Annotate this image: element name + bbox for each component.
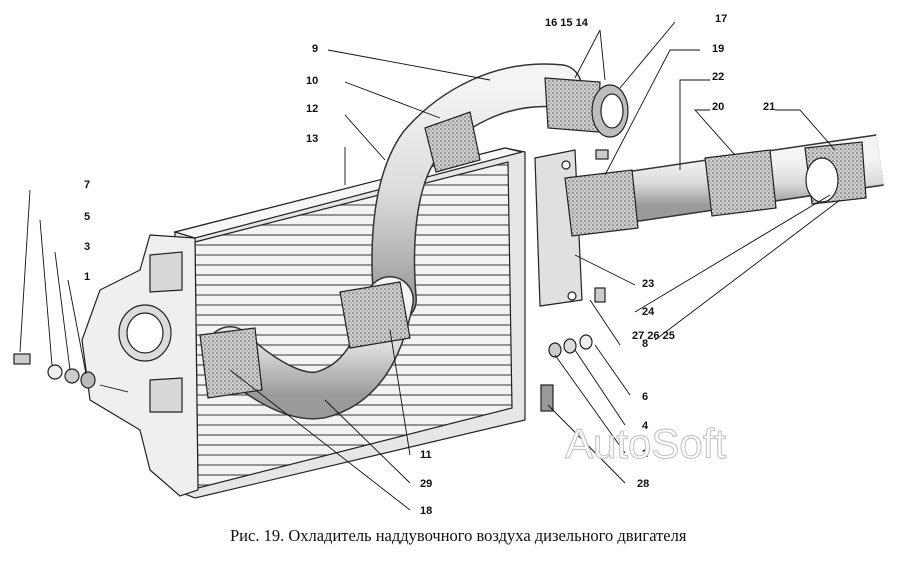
callout-17: 17 [715,13,727,25]
callout-8: 8 [642,338,648,350]
callout-11: 11 [420,449,432,461]
callout-2: 2 [642,448,648,460]
figure-caption: Рис. 19. Охладитель наддувочного воздуха… [230,526,687,545]
callout-9: 9 [312,43,318,55]
callout-28: 28 [637,478,649,490]
watermark: AutoSoft [565,420,726,467]
callout-12: 12 [306,103,318,115]
callout-22: 21 [763,101,775,113]
callout-16-15-14: 16 15 14 [545,17,589,29]
outlet-pipe [564,134,884,237]
callout-3: 3 [84,241,90,253]
callout-1: 1 [84,271,90,283]
callout-10: 10 [306,75,318,87]
callout-20: 20 [712,101,724,113]
lower-pipe [199,276,414,420]
leader-lines [19,21,841,511]
callout-7: 7 [84,179,90,191]
callout-24: 24 [642,306,655,318]
callout-13: 13 [306,133,318,145]
callout-23: 23 [642,278,654,290]
callout-29: 29 [420,478,432,490]
callouts: 7 5 3 1 9 10 12 13 16 15 14 17 19 22 20 … [84,13,775,517]
callout-4: 4 [642,420,649,432]
callout-27-26-25: 27 26 25 [632,330,675,342]
callout-19: 19 [712,43,724,55]
callout-5: 5 [84,211,90,223]
callout-18: 18 [420,505,432,517]
callout-6: 6 [642,391,648,403]
callout-21: 22 [712,71,724,83]
left-tank [81,234,199,497]
fasteners [13,149,609,412]
upper-pipe [371,63,629,322]
